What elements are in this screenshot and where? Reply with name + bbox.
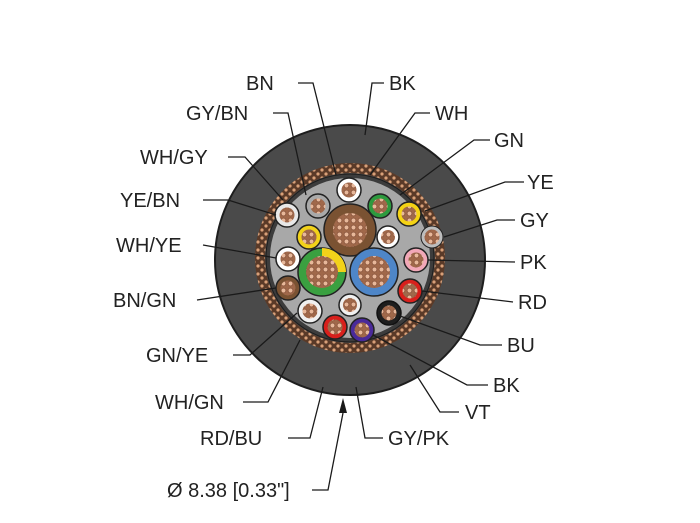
label-bk-top: BK: [389, 73, 416, 95]
label-gy-pk: GY/PK: [388, 428, 450, 450]
label-rd: RD: [518, 292, 547, 314]
label-gn: GN: [494, 130, 524, 152]
label-bn: BN: [246, 73, 274, 95]
core-conductors: [274, 177, 444, 343]
label-ye-bn: YE/BN: [120, 190, 180, 212]
label-wh-gn: WH/GN: [155, 392, 224, 414]
filler-area: [270, 178, 430, 338]
label-bk-bottom: BK: [493, 375, 520, 397]
label-wh-gy: WH/GY: [140, 147, 208, 169]
label-gn-ye: GN/YE: [146, 345, 208, 367]
label-pk: PK: [520, 252, 547, 274]
label-bu: BU: [507, 335, 535, 357]
leader-lines: [196, 82, 524, 491]
diameter-label: Ø 8.38 [0.33"]: [167, 480, 290, 502]
label-gy-bn: GY/BN: [186, 103, 248, 125]
label-wh-ye: WH/YE: [116, 235, 182, 257]
color-labels: BN BK GY/BN WH GN WH/GY YE YE/BN GY WH/Y…: [113, 73, 554, 502]
label-vt: VT: [465, 402, 491, 424]
label-bn-gn: BN/GN: [113, 290, 176, 312]
label-rd-bu: RD/BU: [200, 428, 262, 450]
label-gy: GY: [520, 210, 549, 232]
label-ye: YE: [527, 172, 554, 194]
braid-shield: [255, 163, 445, 353]
label-wh: WH: [435, 103, 468, 125]
